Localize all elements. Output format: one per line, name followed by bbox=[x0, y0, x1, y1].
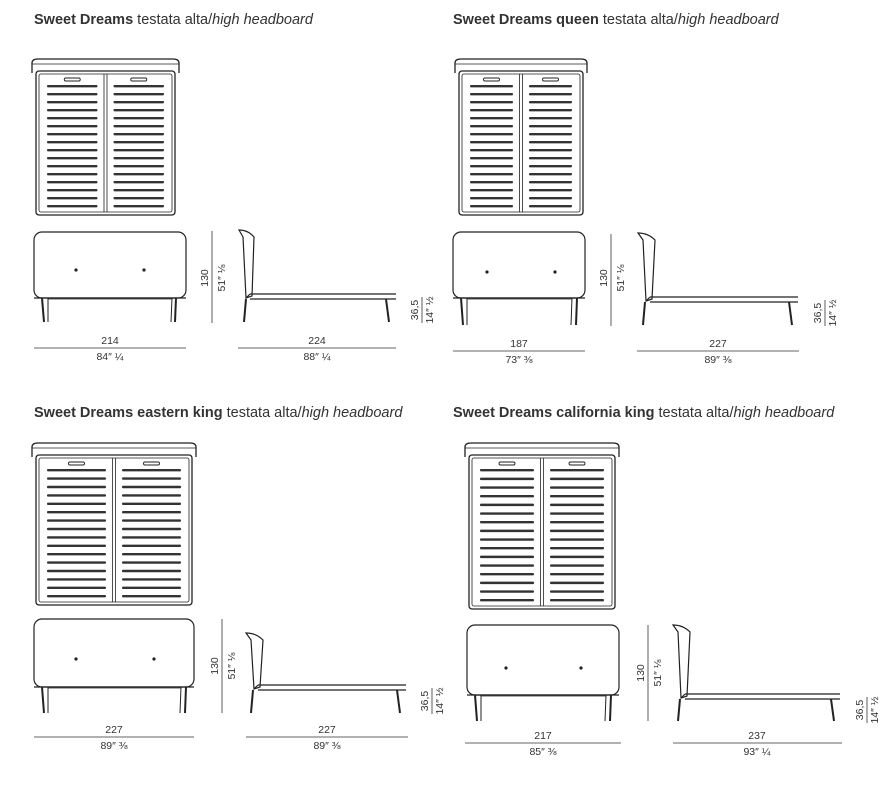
side-length-dimension: 227 89″ ⅜ bbox=[246, 724, 408, 752]
variant-name: Sweet Dreams queen bbox=[453, 12, 599, 28]
variant-label-it: testata alta bbox=[658, 405, 730, 421]
front-view-drawing bbox=[33, 618, 195, 714]
side-length-in: 89″ ⅜ bbox=[704, 354, 731, 366]
label-separator: / bbox=[673, 12, 678, 28]
side-length-in: 88″ ¼ bbox=[303, 351, 330, 363]
height-in: 51″ ⅛ bbox=[226, 652, 238, 679]
bed-drawings: 130 51″ ⅛ 36,5 14″ ½ 217 85″ ⅜ 237 93″ ¼ bbox=[464, 442, 881, 758]
height-cm: 130 bbox=[635, 664, 647, 682]
variant-label-en: high headboard bbox=[212, 12, 313, 28]
variant-name: Sweet Dreams bbox=[34, 12, 134, 28]
side-view-drawing bbox=[671, 624, 840, 722]
frame-height-dimension: 36,5 14″ ½ bbox=[409, 296, 436, 323]
variant-name: Sweet Dreams california king bbox=[453, 405, 655, 421]
frame-height-cm: 36,5 bbox=[812, 303, 824, 324]
frame-height-cm: 36,5 bbox=[409, 300, 421, 321]
variant-label-it: testata alta bbox=[137, 12, 209, 28]
front-width-dimension: 187 73″ ⅜ bbox=[453, 338, 585, 366]
bed-drawings: 130 51″ ⅛ 36,5 14″ ½ 187 73″ ⅜ 227 89″ ⅜ bbox=[452, 58, 839, 366]
variant-panel-sweet-dreams-eastern-king: Sweet Dreams eastern king testata alta/h… bbox=[31, 405, 464, 785]
top-view-drawing bbox=[454, 58, 588, 216]
height-in: 51″ ⅛ bbox=[615, 264, 627, 291]
frame-height-in: 14″ ½ bbox=[827, 299, 839, 326]
frame-height-in: 14″ ½ bbox=[424, 296, 436, 323]
frame-height-in: 14″ ½ bbox=[434, 687, 446, 714]
front-width-dimension: 214 84″ ¼ bbox=[34, 335, 186, 363]
variant-name: Sweet Dreams eastern king bbox=[34, 405, 223, 421]
height-dimension: 130 51″ ⅛ bbox=[635, 625, 664, 721]
side-view-drawing bbox=[244, 632, 406, 714]
front-width-cm: 214 bbox=[101, 335, 119, 347]
side-view-drawing bbox=[636, 232, 798, 326]
front-width-in: 85″ ⅜ bbox=[529, 746, 556, 758]
side-length-cm: 227 bbox=[318, 724, 336, 736]
bed-drawings: 130 51″ ⅛ 36,5 14″ ½ 227 89″ ⅜ 227 89″ ⅜ bbox=[31, 442, 446, 752]
variant-title: Sweet Dreams testata alta/high headboard bbox=[34, 12, 313, 28]
height-dimension: 130 51″ ⅛ bbox=[209, 619, 238, 713]
side-length-cm: 227 bbox=[709, 338, 727, 350]
side-length-dimension: 224 88″ ¼ bbox=[238, 335, 396, 363]
front-width-cm: 187 bbox=[510, 338, 528, 350]
front-width-in: 84″ ¼ bbox=[96, 351, 123, 363]
top-view-drawing bbox=[464, 442, 620, 610]
front-view-drawing bbox=[466, 624, 620, 722]
label-separator: / bbox=[297, 405, 302, 421]
front-width-dimension: 217 85″ ⅜ bbox=[465, 730, 621, 758]
variant-label-it: testata alta bbox=[226, 405, 298, 421]
bed-drawings: 130 51″ ⅛ 36,5 14″ ½ 214 84″ ¼ 224 88″ ¼ bbox=[31, 58, 436, 363]
side-view-drawing bbox=[237, 229, 396, 323]
front-width-cm: 217 bbox=[534, 730, 552, 742]
frame-height-cm: 36,5 bbox=[419, 691, 431, 712]
frame-height-cm: 36,5 bbox=[854, 700, 866, 721]
frame-height-dimension: 36,5 14″ ½ bbox=[812, 299, 839, 326]
side-length-dimension: 237 93″ ¼ bbox=[673, 730, 842, 758]
height-cm: 130 bbox=[598, 269, 610, 287]
height-in: 51″ ⅛ bbox=[652, 659, 664, 686]
side-length-cm: 224 bbox=[308, 335, 326, 347]
height-dimension: 130 51″ ⅛ bbox=[598, 234, 627, 326]
height-cm: 130 bbox=[209, 657, 221, 675]
variant-panel-sweet-dreams-queen: Sweet Dreams queen testata alta/high hea… bbox=[452, 12, 883, 392]
side-length-dimension: 227 89″ ⅜ bbox=[637, 338, 799, 366]
variant-label-it: testata alta bbox=[602, 12, 674, 28]
label-separator: / bbox=[729, 405, 734, 421]
height-dimension: 130 51″ ⅛ bbox=[199, 231, 228, 323]
front-view-drawing bbox=[452, 231, 586, 326]
frame-height-dimension: 36,5 14″ ½ bbox=[854, 696, 881, 723]
variant-label-en: high headboard bbox=[301, 405, 403, 421]
top-view-drawing bbox=[31, 58, 180, 216]
variant-label-en: high headboard bbox=[677, 12, 779, 28]
front-width-in: 89″ ⅜ bbox=[100, 740, 127, 752]
side-length-cm: 237 bbox=[748, 730, 766, 742]
side-length-in: 89″ ⅜ bbox=[313, 740, 340, 752]
height-in: 51″ ⅛ bbox=[216, 264, 228, 291]
top-view-drawing bbox=[31, 442, 197, 606]
variant-panel-sweet-dreams-california-king: Sweet Dreams california king testata alt… bbox=[453, 405, 883, 785]
variant-label-en: high headboard bbox=[733, 405, 835, 421]
label-separator: / bbox=[208, 12, 213, 28]
variant-title: Sweet Dreams eastern king testata alta/h… bbox=[34, 405, 402, 421]
variant-title: Sweet Dreams california king testata alt… bbox=[453, 405, 834, 421]
variant-title: Sweet Dreams queen testata alta/high hea… bbox=[453, 12, 779, 28]
front-view-drawing bbox=[33, 231, 187, 323]
front-width-in: 73″ ⅜ bbox=[505, 354, 532, 366]
frame-height-in: 14″ ½ bbox=[869, 696, 881, 723]
front-width-dimension: 227 89″ ⅜ bbox=[34, 724, 194, 752]
side-length-in: 93″ ¼ bbox=[743, 746, 770, 758]
variant-panel-sweet-dreams: Sweet Dreams testata alta/high headboard… bbox=[31, 12, 464, 392]
height-cm: 130 bbox=[199, 269, 211, 287]
frame-height-dimension: 36,5 14″ ½ bbox=[419, 687, 446, 714]
front-width-cm: 227 bbox=[105, 724, 123, 736]
